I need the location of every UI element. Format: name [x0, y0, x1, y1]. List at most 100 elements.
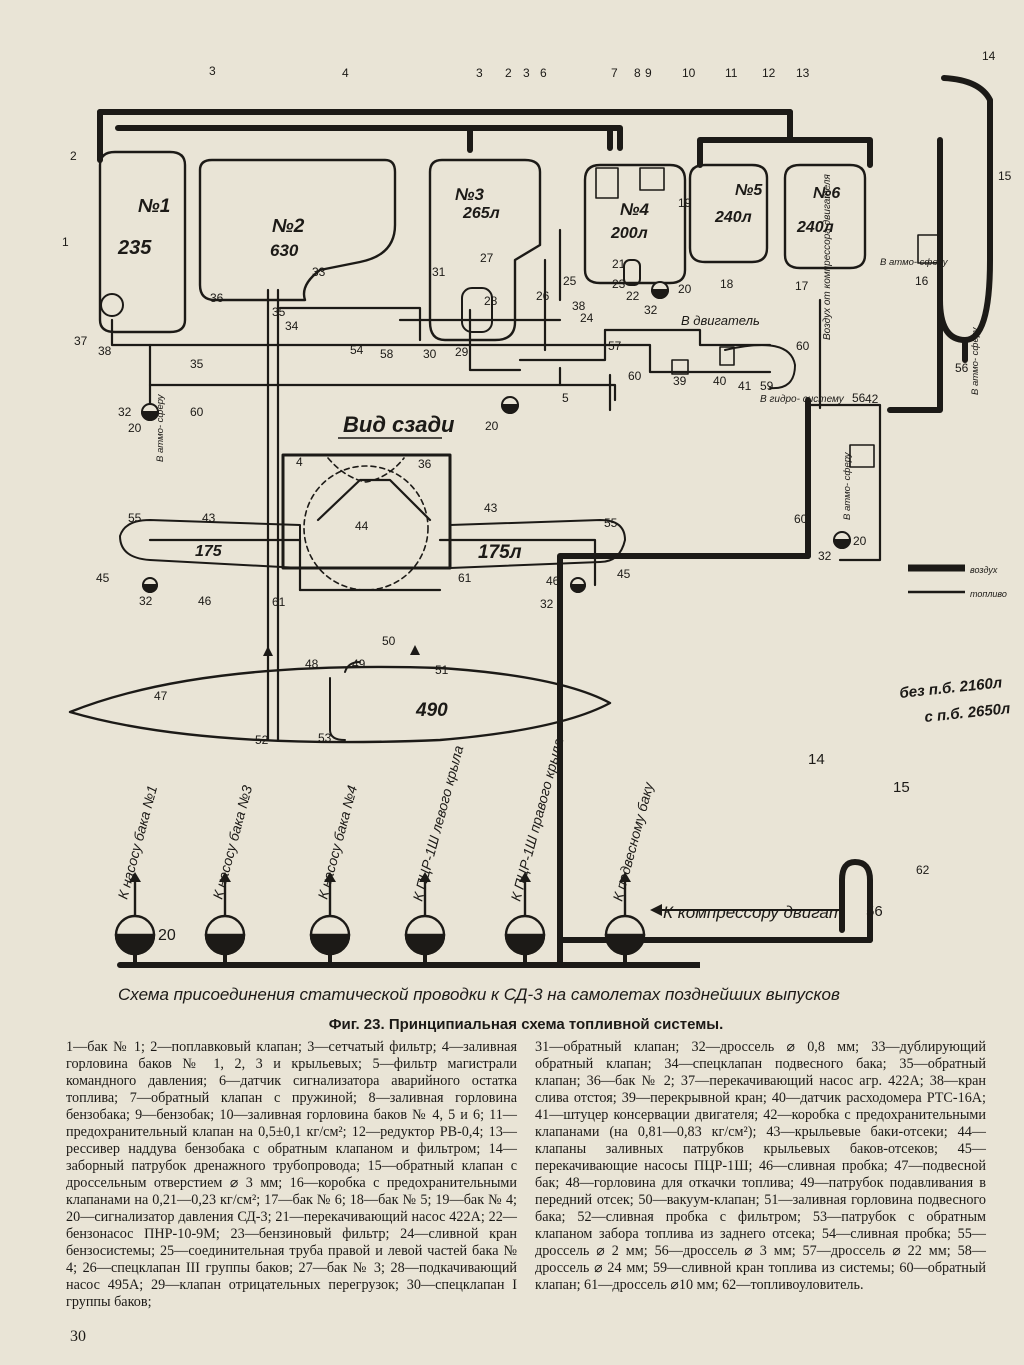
callout: 54 [350, 343, 364, 357]
callout: 36 [210, 291, 224, 305]
valve-box-42 [849, 444, 875, 468]
static-wiring-row [114, 878, 700, 968]
callout: 20 [853, 534, 867, 548]
label-to-atmosphere-2: В атмо- сферу [880, 257, 949, 268]
tank-3-volume: 265л [462, 205, 500, 222]
pump-21 [623, 259, 641, 286]
callout: 56 [955, 361, 969, 375]
line-key [908, 564, 965, 594]
callout: 20 [158, 927, 176, 944]
flowmeter-40 [719, 346, 735, 366]
margin-note-1: без п.б. 2160л [899, 674, 1004, 702]
callout: 60 [628, 369, 642, 383]
tank-5 [688, 163, 769, 264]
callout: 2 [70, 149, 77, 163]
tank-5-volume: 240л [714, 209, 752, 226]
callout: 23 [612, 277, 626, 291]
callout: 38 [98, 344, 112, 358]
callout: 14 [982, 49, 996, 63]
callout: 60 [794, 512, 808, 526]
static-wiring-caption: Схема присоединения статической проводки… [118, 985, 840, 1004]
right-wing-tank [449, 519, 626, 569]
bottom-sd3-2 [204, 878, 246, 956]
rear-view-tank2 [303, 465, 429, 591]
pump-28 [461, 287, 493, 333]
callout: 47 [154, 689, 168, 703]
callout: 32 [644, 303, 658, 317]
callout: 5 [562, 391, 569, 405]
callout: 20 [485, 419, 499, 433]
tank-6 [783, 163, 867, 270]
callout: 16 [915, 274, 929, 288]
label-pump-tank3: К насосу бака №3 [209, 783, 255, 900]
wing-right-volume: 175л [478, 542, 522, 563]
callout: 24 [580, 311, 594, 325]
engine-fitting-41 [724, 344, 796, 390]
callout: 4 [342, 66, 349, 80]
fuel-system-schematic: №1 235 №2 630 №3 265л №4 200л №5 240л №6… [62, 49, 1012, 1004]
tank-6-name: №6 [813, 185, 840, 202]
label-to-engine: В двигатель [681, 313, 760, 328]
label-drop-tank: К подвесному баку [609, 780, 656, 903]
callout: 15 [893, 779, 910, 796]
callout: 44 [355, 519, 369, 533]
callout: 55 [604, 516, 618, 530]
callout: 1 [62, 235, 69, 249]
callout: 3 [209, 64, 216, 78]
callout: 45 [617, 567, 631, 581]
label-to-atmosphere-3: В атмо- сферу [970, 326, 981, 395]
label-to-atmosphere-1: В атмо- сферу [155, 393, 166, 462]
legend-right-column: 31—обратный клапан; 32—дроссель ⌀ 0,8 мм… [535, 1039, 986, 1293]
callout: 10 [682, 66, 696, 80]
callout: 59 [760, 379, 774, 393]
sd3-wing-right [569, 577, 587, 593]
legend-left-column: 1—бак № 1; 2—поплавковый клапан; 3—сетча… [66, 1039, 517, 1310]
callout: 62 [916, 863, 930, 877]
bottom-sd3-6 [604, 878, 646, 956]
tank-4 [583, 163, 687, 285]
callout: 2 [505, 66, 512, 80]
tank-5-name: №5 [735, 182, 763, 199]
callout: 3 [476, 66, 483, 80]
callout: 25 [563, 274, 577, 288]
callout: 14 [808, 751, 825, 768]
shutoff-valve-39 [671, 359, 689, 375]
callout: 21 [612, 257, 626, 271]
tank-4-volume: 200л [610, 225, 648, 242]
page-number: 30 [70, 1328, 86, 1345]
wing-left-volume: 175 [195, 543, 223, 560]
margin-note-2: с п.б. 2650л [924, 700, 1012, 726]
callout: 29 [455, 345, 469, 359]
callout: 20 [678, 282, 692, 296]
callout: 18 [720, 277, 734, 291]
label-air-from-compressor: Воздух от компрессора двигателя [822, 173, 833, 340]
callout: 39 [673, 374, 687, 388]
left-wing-tank [119, 519, 301, 569]
legend: 1—бак № 1; 2—поплавковый клапан; 3—сетча… [66, 1039, 986, 1311]
drop-tank-volume: 490 [415, 700, 448, 721]
callout: 43 [202, 511, 216, 525]
callout: 55 [128, 511, 142, 525]
callout: 20 [128, 421, 142, 435]
callout: 30 [423, 347, 437, 361]
callout: 53 [318, 731, 332, 745]
callout: 9 [645, 66, 652, 80]
callout: 50 [382, 634, 396, 648]
label-pump-tank1: К насосу бака №1 [114, 784, 160, 901]
filler-10 [639, 167, 665, 191]
tank-3-name: №3 [455, 185, 484, 204]
callout: 32 [118, 405, 132, 419]
callout: 57 [608, 339, 622, 353]
callout: 45 [96, 571, 110, 585]
key-fuel-label: топливо [970, 589, 1007, 599]
callout: 8 [634, 66, 641, 80]
valve-box-16 [917, 234, 943, 264]
callout: 56 [866, 903, 883, 920]
callout: 32 [818, 549, 832, 563]
callout: 37 [74, 334, 88, 348]
callout: 49 [352, 657, 366, 671]
callout: 52 [255, 733, 269, 747]
callout: 15 [998, 169, 1012, 183]
sd3-top-3 [650, 281, 670, 299]
